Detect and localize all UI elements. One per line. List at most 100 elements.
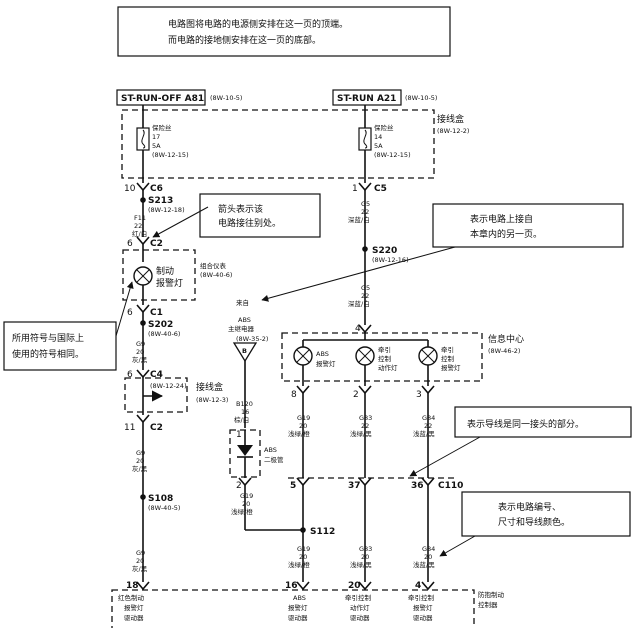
bot-left1: 红色制动 — [118, 593, 145, 602]
header-note-line2: 而电路的接地侧安排在这一页的底部。 — [168, 34, 321, 46]
bot-a3: 驱动器 — [288, 614, 308, 622]
lamp-line1: 制动 — [156, 265, 174, 277]
s112-label: S112 — [310, 527, 335, 537]
left-s213-ref: (8W-12-18) — [148, 206, 185, 214]
callout-splice-note: 表示导线是同一接头的部分。 — [409, 406, 632, 477]
header-note: 电路图将电路的电源侧安排在这一页的顶端。 而电路的接地侧安排在这一页的底部。 — [117, 6, 451, 57]
pin-b: 2 — [353, 390, 359, 400]
callout-page-note: 表示电路上接自 本章内的另一页。 — [261, 203, 624, 302]
lamp-line2: 报警灯 — [156, 277, 183, 289]
left-wire1-gauge: 22 — [134, 222, 142, 230]
right-wire1-code: G5 — [361, 200, 370, 208]
bc-color: 浅蓝/黑 — [413, 560, 435, 569]
lamp3-c: 报警灯 — [441, 363, 461, 372]
bb-color: 浅绿/黑 — [350, 560, 372, 569]
abs-module-label1: 防抱制动 — [478, 590, 505, 599]
right-c5-pin: 1 — [352, 184, 358, 194]
connector-c2b-icon — [136, 414, 150, 424]
left-wire — [133, 105, 164, 591]
bot-c: 4 — [415, 581, 421, 591]
diode-name2: 二极管 — [264, 455, 284, 464]
code-note-line1: 表示电路编号、 — [498, 501, 561, 513]
abs-name2: 主继电器 — [228, 324, 255, 333]
code-note-line2: 尺寸和导线颜色。 — [498, 516, 570, 528]
bot-c1: 牵引控制 — [408, 593, 435, 602]
left-wire1-color: 红/白 — [132, 229, 147, 238]
wa-gauge: 20 — [299, 422, 307, 430]
lamp1-b: 报警灯 — [316, 359, 336, 368]
page-note-line2: 本章内的另一页。 — [470, 228, 542, 240]
connector-c4-icon — [136, 369, 150, 379]
arrow-note-line2: 电路接往别处。 — [218, 217, 281, 229]
left-circuit-labels: 保险丝 17 5A (8W-12-15) 10 C6 S213 (8W-12-1… — [124, 123, 232, 591]
abs-connector: B — [242, 347, 247, 355]
splice-s220-icon — [362, 246, 368, 252]
left-wire3-code: G9 — [136, 449, 145, 457]
left-wire2-code: G9 — [136, 340, 145, 348]
lamp3-b: 控制 — [441, 354, 455, 363]
power-left-ref: (8W-10-5) — [210, 94, 242, 102]
junction-box-top — [121, 109, 435, 179]
abs-wire2-code: G19 — [240, 492, 253, 500]
connector-c110-c-icon — [421, 477, 435, 487]
left-wire3-color: 灰/黑 — [132, 464, 148, 473]
connector-c110-b-icon — [358, 477, 372, 487]
callout-arrow-note: 箭头表示该 电路接往别处。 — [152, 193, 321, 238]
abs-wire-gauge: 16 — [241, 408, 249, 416]
fuse-right-amp: 5A — [374, 142, 383, 150]
left-s108-ref: (8W-40-5) — [148, 504, 180, 512]
left-c4-pin: 6 — [127, 370, 133, 380]
left-s202-ref: (8W-40-6) — [148, 330, 180, 338]
left-c2: C2 — [150, 239, 163, 249]
fuse-right-name: 保险丝 — [374, 123, 394, 132]
wb-gauge: 22 — [361, 422, 369, 430]
bc-code: G84 — [422, 545, 435, 553]
cluster-label: 组合仪表 — [200, 261, 227, 270]
lamp2-c: 动作灯 — [378, 363, 398, 372]
right-s220-ref: (8W-12-16) — [372, 256, 409, 264]
junction-box-c4 — [124, 377, 188, 413]
left-wire4-code: G9 — [136, 549, 145, 557]
left-c2-pin: 6 — [127, 239, 133, 249]
abs-module-box — [111, 589, 475, 628]
diode-name1: ABS — [264, 446, 277, 454]
fuse-right-icon — [358, 127, 372, 151]
splice-note-text: 表示导线是同一接头的部分。 — [467, 418, 584, 430]
pin-c: 3 — [416, 390, 422, 400]
right-circuit-labels: 保险丝 14 5A (8W-12-15) 1 C5 G5 22 深蓝/白 S22… — [285, 123, 524, 591]
c110-label: C110 — [438, 481, 463, 491]
bb-gauge: 20 — [361, 553, 369, 561]
splice-s202-icon — [140, 320, 146, 326]
bot-a: 16 — [285, 581, 298, 591]
left-c4: C4 — [150, 370, 163, 380]
bc-gauge: 20 — [424, 553, 432, 561]
abs-wire-color: 棕/白 — [234, 415, 249, 424]
bot-a1: ABS — [293, 594, 306, 602]
right-s220: S220 — [372, 246, 397, 256]
bot-a2: 报警灯 — [288, 603, 308, 612]
header-note-line1: 电路图将电路的电源侧安排在这一页的顶端。 — [168, 18, 348, 30]
wb-code: G83 — [359, 414, 372, 422]
abs-module-label2: 控制器 — [478, 600, 498, 609]
left-wire1-code: F11 — [134, 214, 146, 222]
c110-b: 37 — [348, 481, 361, 491]
wa-code: G19 — [297, 414, 310, 422]
abs-from: 来自 — [236, 298, 249, 307]
left-wire4-color: 灰/黑 — [132, 564, 148, 573]
right-info-pin: 4 — [355, 324, 361, 334]
abs-wire2-gauge: 20 — [242, 500, 250, 508]
diode-pin-top: 1 — [236, 430, 242, 440]
fuse-right-ref: (8W-12-15) — [374, 151, 411, 159]
right-wire2-color: 深蓝/白 — [348, 299, 370, 308]
connector-c2-icon — [136, 236, 150, 246]
symbol-note-line2: 使用的符号相同。 — [12, 348, 84, 360]
abs-wire2-color: 浅绿/橙 — [231, 507, 253, 516]
left-wire3-gauge: 20 — [136, 457, 144, 465]
lamp1-a: ABS — [316, 350, 329, 358]
right-wire1-gauge: 22 — [361, 208, 369, 216]
abs-ref: (8W-35-2) — [236, 335, 268, 343]
splice-s213-icon — [140, 197, 146, 203]
left-c2b-pin: 11 — [124, 423, 135, 433]
page-note-line1: 表示电路上接自 — [470, 213, 533, 225]
